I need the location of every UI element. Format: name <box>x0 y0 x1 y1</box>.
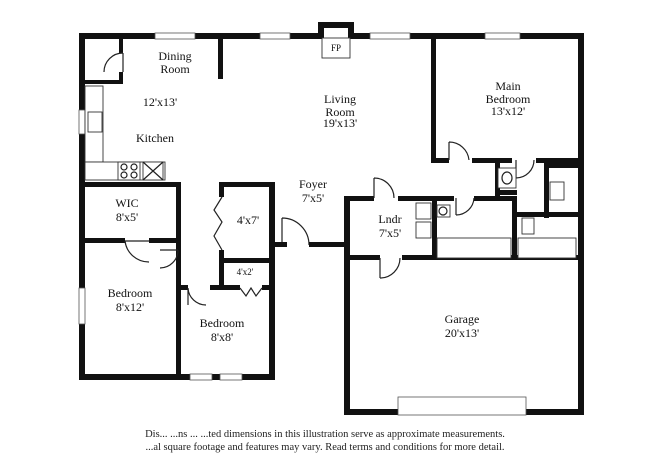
fixtures <box>84 37 577 259</box>
closet-hall-dims: 4'x7' <box>237 213 259 227</box>
foyer-label: Foyer <box>299 177 327 191</box>
laundry-dims: 7'x5' <box>379 226 401 240</box>
wic-dims: 8'x5' <box>116 210 138 224</box>
kitchen-dims: 12'x13' <box>143 95 177 109</box>
garage-dims: 20'x13' <box>445 326 479 340</box>
disclaimer-line-2: ...al square footage and features may va… <box>145 442 505 453</box>
main-bedroom-dims: 13'x12' <box>491 104 525 118</box>
bedroom-mid-label: Bedroom <box>200 316 245 330</box>
disclaimer-line-1: Dis... ...ns ... ...ted dimensions in th… <box>145 429 505 440</box>
bedroom-mid-dims: 8'x8' <box>211 330 233 344</box>
bedroom-left-dims: 8'x12' <box>116 300 144 314</box>
doors <box>103 52 535 306</box>
kitchen-label: Kitchen <box>136 131 174 145</box>
disclaimer: Dis... ...ns ... ...ted dimensions in th… <box>0 428 650 454</box>
laundry-label: Lndr <box>378 212 401 226</box>
wic-label: WIC <box>115 196 138 210</box>
closet-small-dims: 4'x2' <box>237 267 254 277</box>
garage-label: Garage <box>445 312 480 326</box>
windows <box>78 32 527 416</box>
foyer-dims: 7'x5' <box>302 191 324 205</box>
living-dims: 19'x13' <box>323 116 357 130</box>
bedroom-left-label: Bedroom <box>108 286 153 300</box>
fireplace-label: FP <box>331 43 341 53</box>
